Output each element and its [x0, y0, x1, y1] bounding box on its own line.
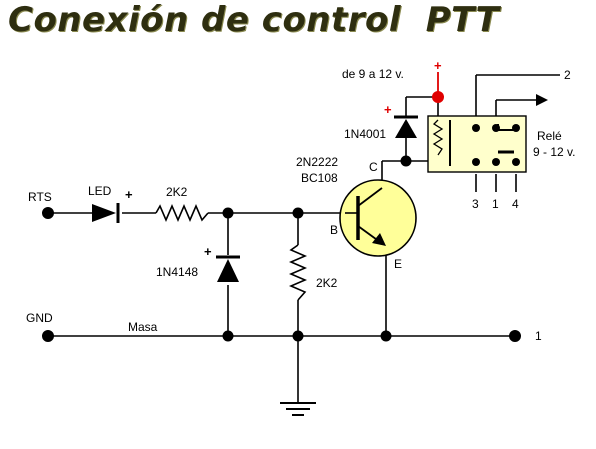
pin-1-label: 1	[492, 197, 499, 211]
diode-1n4001	[394, 115, 418, 138]
pin-3-label: 3	[472, 197, 479, 211]
diode-mid-plus: +	[204, 244, 212, 259]
base-label: B	[330, 223, 338, 237]
supply-label: de 9 a 12 v.	[342, 67, 404, 81]
pin-2-label: 2	[564, 68, 571, 82]
resistor-r2	[288, 244, 308, 301]
diode-top-plus: +	[384, 102, 392, 117]
transistor-npn	[339, 179, 417, 257]
output-1-label: 1	[535, 329, 542, 343]
relay-name: Relé	[537, 129, 562, 143]
junctions	[222, 155, 412, 342]
relay	[427, 115, 527, 173]
gnd-label: GND	[26, 311, 53, 325]
r2-label: 2K2	[316, 276, 338, 290]
arrow-head-icon	[536, 94, 548, 106]
diode-top-label: 1N4001	[344, 127, 386, 141]
emitter-label: E	[394, 257, 402, 271]
pin-4-label: 4	[512, 197, 519, 211]
rts-label: RTS	[28, 190, 52, 204]
ground-icon	[280, 402, 316, 416]
r1-label: 2K2	[166, 185, 188, 199]
terminals	[42, 207, 521, 342]
masa-label: Masa	[128, 320, 158, 334]
led-plus: +	[125, 187, 133, 202]
collector-label: C	[369, 160, 378, 174]
diode-mid-label: 1N4148	[156, 265, 198, 279]
resistor-r1	[155, 203, 209, 223]
diagram-title: Conexión de control PTT	[8, 0, 500, 40]
supply-plus: +	[434, 58, 442, 73]
led-label: LED	[88, 184, 112, 198]
led-symbol	[92, 203, 120, 223]
relay-voltage: 9 - 12 v.	[533, 145, 575, 159]
diode-1n4148	[216, 255, 240, 282]
transistor-label-1: 2N2222	[296, 155, 338, 169]
supply-marker	[432, 72, 444, 103]
transistor-label-2: BC108	[301, 171, 338, 185]
